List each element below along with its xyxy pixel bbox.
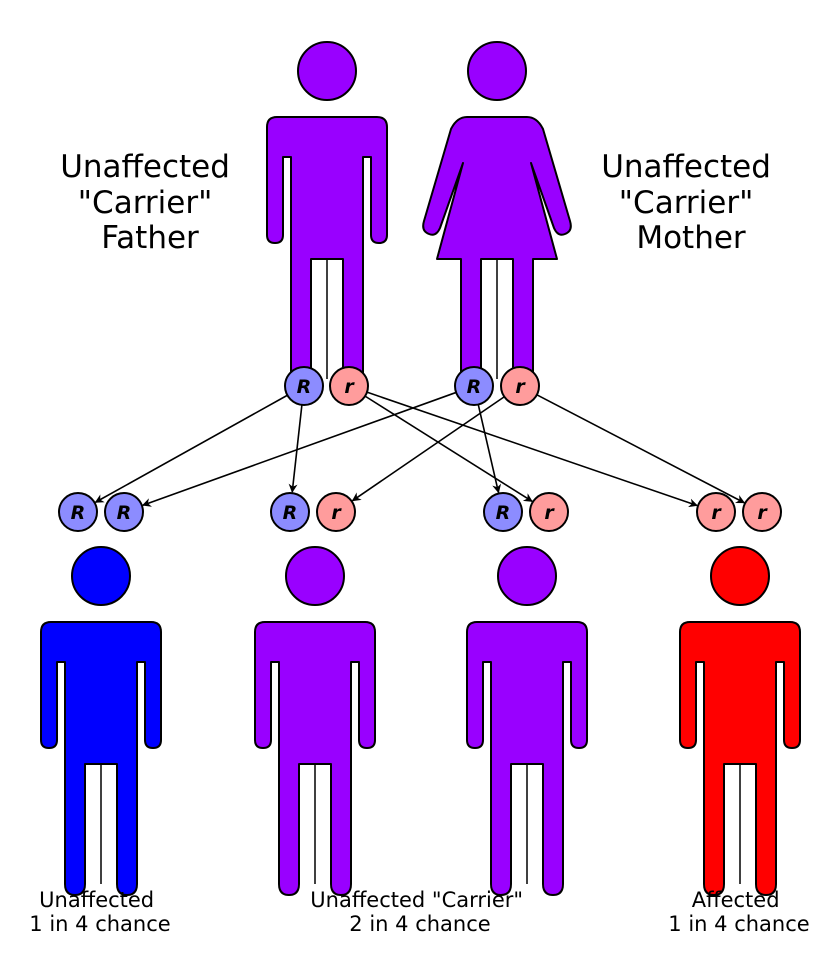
- outcome-label-line: 2 in 4 chance: [349, 912, 490, 936]
- inheritance-arrow: [94, 394, 288, 503]
- mother-label-line: "Carrier": [619, 185, 754, 221]
- allele-label: R: [117, 502, 132, 524]
- allele-circle: r: [316, 492, 356, 532]
- father-label-line: Unaffected: [60, 149, 230, 185]
- mother-label: Unaffected "Carrier" Mother: [601, 149, 781, 256]
- allele-circle: R: [104, 492, 144, 532]
- inheritance-arrow: [364, 395, 533, 503]
- inheritance-arrow: [477, 404, 502, 494]
- allele-label: r: [344, 376, 355, 398]
- inheritance-arrows: [94, 391, 746, 508]
- allele-circle: r: [742, 492, 782, 532]
- inheritance-arrow: [141, 391, 457, 507]
- outcome-label-line: Unaffected: [39, 888, 154, 912]
- female-figure-icon: [422, 41, 572, 391]
- child-alleles: r r: [696, 492, 782, 532]
- allele-circle: r: [500, 366, 540, 406]
- allele-label: r: [711, 502, 722, 524]
- outcome-label-line: 1 in 4 chance: [29, 912, 170, 936]
- allele-circle: R: [58, 492, 98, 532]
- allele-circle: R: [483, 492, 523, 532]
- child-alleles: R r: [270, 492, 356, 532]
- father-label-line: "Carrier": [78, 185, 213, 221]
- mother-alleles: R r: [454, 366, 540, 406]
- mother-label-line: Unaffected: [601, 149, 771, 185]
- allele-label: R: [297, 376, 312, 398]
- allele-label: R: [71, 502, 86, 524]
- allele-circle: R: [270, 492, 310, 532]
- father-label-line: Father: [101, 220, 199, 256]
- allele-label: r: [331, 502, 342, 524]
- child-alleles: R R: [58, 492, 144, 532]
- child-figure-icon: [40, 546, 162, 896]
- allele-label: R: [283, 502, 298, 524]
- allele-circle: r: [529, 492, 569, 532]
- child-figure-icon: [466, 546, 588, 896]
- allele-circle: r: [696, 492, 736, 532]
- allele-label: R: [496, 502, 511, 524]
- inheritance-arrow: [536, 394, 746, 504]
- mother-label-line: Mother: [636, 220, 746, 256]
- outcome-label-line: Unaffected "Carrier": [310, 888, 523, 912]
- outcome-label: Unaffected "Carrier" 2 in 4 chance: [310, 888, 529, 936]
- allele-circle: r: [329, 366, 369, 406]
- child-figure-icon: [679, 546, 801, 896]
- outcome-label: Affected 1 in 4 chance: [668, 888, 809, 936]
- allele-label: r: [515, 376, 526, 398]
- allele-label: r: [757, 502, 768, 524]
- outcome-label-line: 1 in 4 chance: [668, 912, 809, 936]
- inheritance-arrow: [366, 391, 698, 508]
- allele-circle: R: [454, 366, 494, 406]
- allele-label: r: [544, 502, 555, 524]
- inheritance-arrow: [288, 404, 303, 494]
- allele-label: R: [467, 376, 482, 398]
- male-figure-icon: [266, 41, 388, 391]
- outcome-label: Unaffected 1 in 4 chance: [29, 888, 170, 936]
- allele-circle: R: [284, 366, 324, 406]
- inheritance-arrow: [351, 396, 505, 502]
- child-alleles: R r: [483, 492, 569, 532]
- child-figure-icon: [254, 546, 376, 896]
- father-label: Unaffected "Carrier" Father: [60, 149, 240, 256]
- father-alleles: R r: [284, 366, 369, 406]
- outcome-label-line: Affected: [692, 888, 780, 912]
